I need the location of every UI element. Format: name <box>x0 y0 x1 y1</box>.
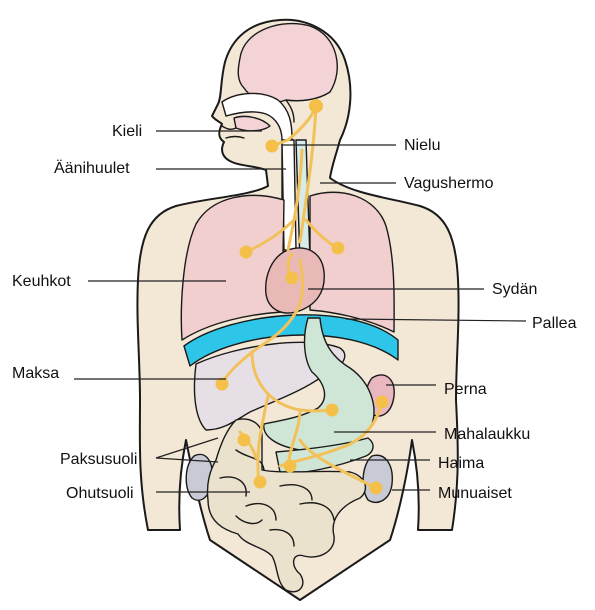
nerve-node <box>253 475 267 489</box>
leader-lines <box>74 130 527 493</box>
label-pallea: Pallea <box>532 315 577 332</box>
nerve-node <box>265 139 279 153</box>
label-ohutsuoli: Ohutsuoli <box>66 485 134 502</box>
label-sydan: Sydän <box>492 281 537 298</box>
label-aanihuulet: Äänihuulet <box>54 159 130 177</box>
leader-paksusuoli-1 <box>155 437 219 459</box>
stomach <box>263 317 375 452</box>
label-keuhkot: Keuhkot <box>12 273 71 290</box>
nerve-node <box>283 459 297 473</box>
label-haima: Haima <box>438 455 484 472</box>
nerve-node <box>331 241 345 255</box>
nerve-node <box>239 245 253 259</box>
label-nielu: Nielu <box>404 137 440 154</box>
label-mahalaukku: Mahalaukku <box>444 426 530 443</box>
vagus-nerve <box>220 104 384 490</box>
nerve-node <box>369 481 383 495</box>
labels: Kieli Äänihuulet Keuhkot Maksa Paksusuol… <box>12 123 577 502</box>
diaphragm <box>183 314 399 367</box>
tongue-shape <box>233 115 271 132</box>
nerve-node <box>237 433 251 447</box>
liver <box>193 341 346 431</box>
nerve-node <box>215 377 229 391</box>
lungs <box>180 191 395 341</box>
label-kieli: Kieli <box>112 123 142 140</box>
label-maksa: Maksa <box>12 365 59 382</box>
leader-pallea <box>345 318 527 322</box>
nerve-node <box>309 99 323 113</box>
leader-paksusuoli-2 <box>155 457 219 463</box>
brain <box>237 22 338 123</box>
nerve-nodes <box>215 99 389 495</box>
label-vagushermo: Vagushermo <box>404 175 494 192</box>
nerve-node <box>375 395 389 409</box>
label-paksusuoli: Paksusuoli <box>60 451 137 468</box>
label-munuaiset: Munuaiset <box>438 485 512 502</box>
label-perna: Perna <box>444 381 487 398</box>
nerve-node <box>285 271 299 285</box>
intestines <box>206 418 367 593</box>
nerve-node <box>325 403 339 417</box>
